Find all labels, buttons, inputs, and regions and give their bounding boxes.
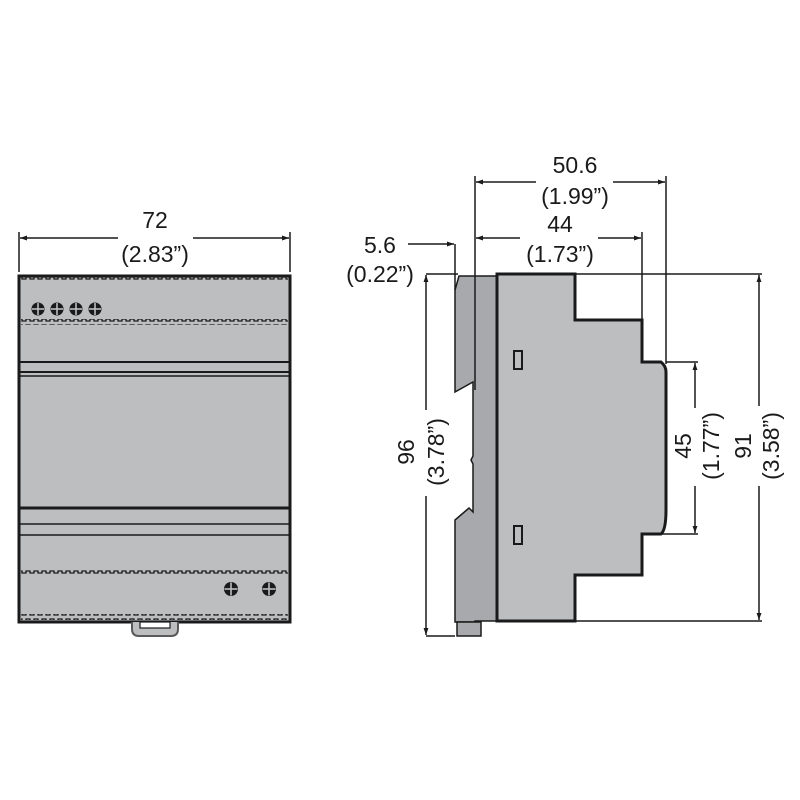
- front-body: [17, 274, 292, 624]
- front-height-dimension: 45 (1.77”): [661, 361, 724, 535]
- body-depth-dimension: 44 (1.73”): [476, 211, 643, 320]
- lower-vent-row: [21, 570, 288, 576]
- screw-icon: [88, 302, 102, 316]
- upper-vent-row: [21, 319, 288, 325]
- body-height-dimension: 91 (3.58”): [575, 273, 784, 622]
- overall-depth-inch: (1.99”): [541, 183, 609, 209]
- overall-height-mm: 96: [393, 439, 419, 465]
- clip-depth-dimension: 5.6 (0.22”): [346, 232, 456, 290]
- front-height-inch: (1.77”): [698, 412, 724, 480]
- top-vent-row: [21, 276, 288, 282]
- side-view: 50.6 (1.99”) 44 (1.73”) 5.6 (0.22”) 96 (…: [346, 152, 784, 637]
- front-height-mm: 45: [670, 433, 696, 459]
- screw-icon: [50, 302, 64, 316]
- overall-depth-mm: 50.6: [553, 152, 598, 178]
- bottom-vent-row: [21, 614, 288, 620]
- screw-icon: [224, 582, 238, 596]
- front-width-dimension: 72 (2.83”): [18, 207, 291, 272]
- bottom-terminal-screws: [224, 582, 276, 596]
- body-height-inch: (3.58”): [758, 412, 784, 480]
- side-slot-lower: [513, 525, 523, 545]
- screw-icon: [262, 582, 276, 596]
- screw-icon: [69, 302, 83, 316]
- overall-height-dimension: 96 (3.78”): [393, 273, 458, 637]
- clip-depth-mm: 5.6: [364, 232, 396, 258]
- front-width-inch: (2.83”): [121, 241, 189, 267]
- screw-icon: [31, 302, 45, 316]
- clip-foot: [456, 621, 482, 637]
- overall-height-inch: (3.78”): [423, 418, 449, 486]
- body-height-mm: 91: [730, 433, 756, 459]
- clip-depth-inch: (0.22”): [346, 261, 414, 287]
- top-terminal-screws: [31, 302, 102, 316]
- front-view: 72 (2.83”): [17, 207, 292, 637]
- side-slot-upper: [513, 350, 523, 370]
- front-width-mm: 72: [142, 207, 168, 233]
- side-body: [495, 272, 668, 623]
- body-depth-mm: 44: [547, 211, 573, 237]
- overall-depth-dimension: 50.6 (1.99”): [474, 152, 667, 390]
- body-depth-inch: (1.73”): [526, 241, 594, 267]
- din-clip-side: [454, 275, 498, 623]
